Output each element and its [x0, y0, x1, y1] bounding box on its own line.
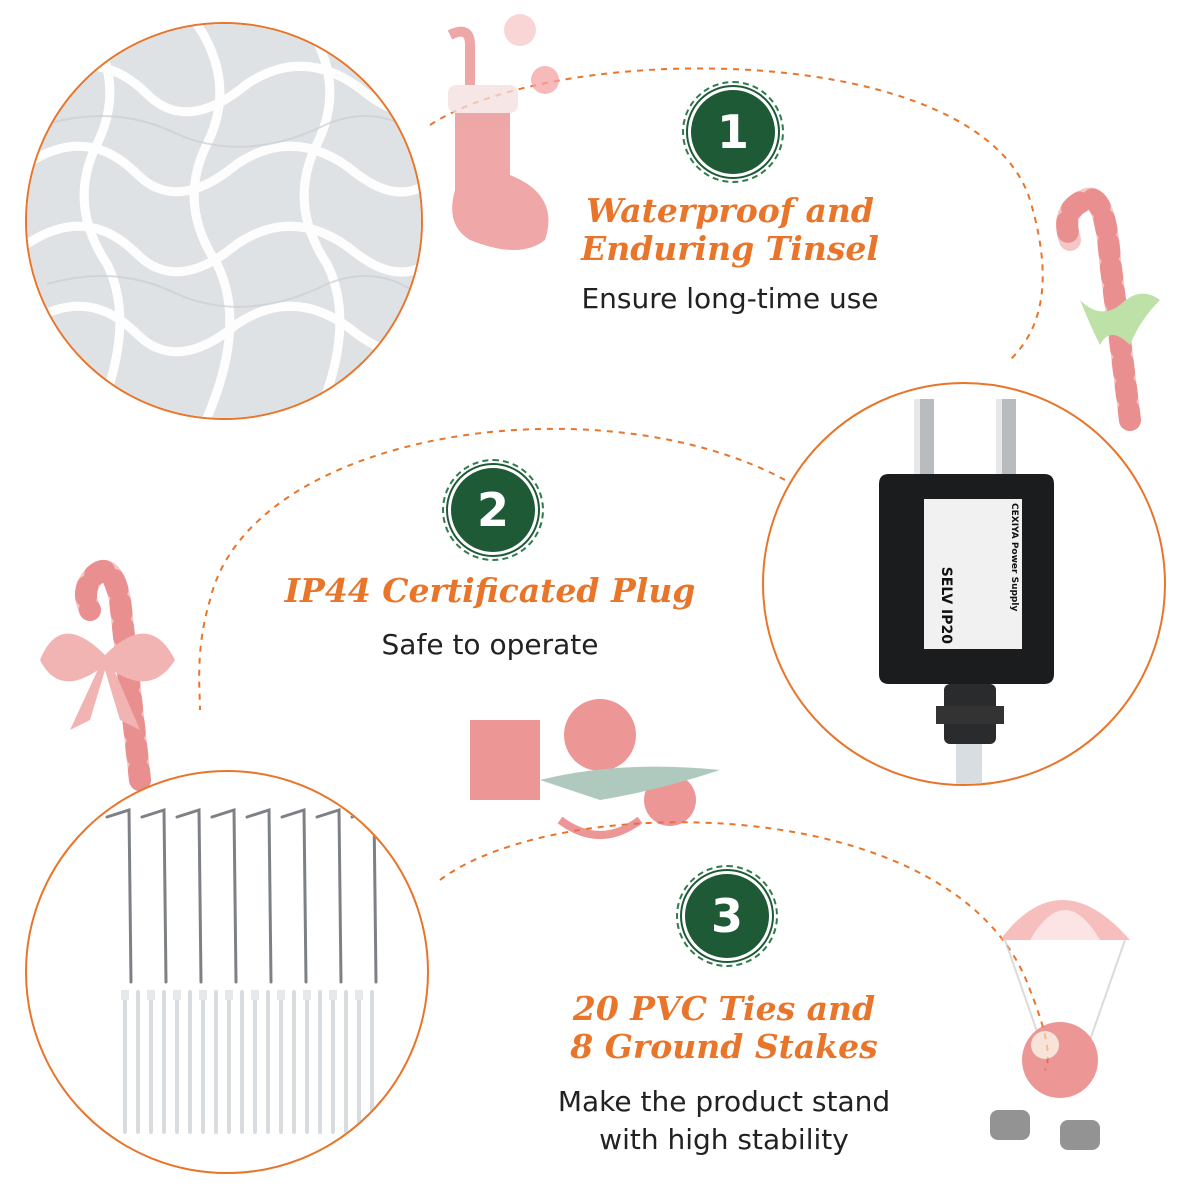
plug-image: CEXIYA Power Supply SELV IP20 [762, 382, 1166, 786]
feature-1-title-line-1: Waterproof and [586, 191, 874, 230]
feature-1-title-line-2: Enduring Tinsel [581, 229, 879, 268]
feature-2-description: Safe to operate [381, 628, 599, 661]
santa-parachute-icon [990, 900, 1130, 1150]
plug-rating: SELV IP20 [938, 566, 954, 644]
feature-1-description: Ensure long-time use [581, 282, 879, 315]
stocking-icon [447, 14, 559, 250]
feature-1-title: Waterproof and Enduring Tinsel [490, 192, 970, 268]
feature-3-description: Make the product stand with high stabili… [484, 1083, 964, 1159]
plug-label: CEXIYA Power Supply SELV IP20 [924, 499, 1022, 649]
plug-brand: CEXIYA [1009, 503, 1019, 539]
step-2-badge: 2 [442, 459, 544, 561]
ties-stakes-image [25, 770, 429, 1174]
feature-3-title-line-2: 8 Ground Stakes [570, 1027, 878, 1066]
step-1-badge: 1 [682, 81, 784, 183]
feature-3-title: 20 PVC Ties and 8 Ground Stakes [484, 990, 964, 1066]
plug-drawing [879, 399, 1054, 784]
tinsel-closeup-image [25, 22, 423, 420]
tinsel-pattern [27, 24, 421, 418]
feature-3-title-line-1: 20 PVC Ties and [572, 989, 876, 1028]
candy-cane-bow-icon [40, 560, 175, 791]
feature-2-title: IP44 Certificated Plug [284, 571, 696, 610]
ties-stakes-drawing [105, 807, 378, 1134]
feature-3-description-line-1: Make the product stand [557, 1085, 891, 1118]
candy-cane-icon [1056, 187, 1160, 431]
feature-3-description-line-2: with high stability [599, 1123, 849, 1156]
step-3-badge: 3 [676, 865, 778, 967]
plug-power-supply: Power Supply [1009, 541, 1019, 612]
ornaments-icon [470, 699, 720, 839]
